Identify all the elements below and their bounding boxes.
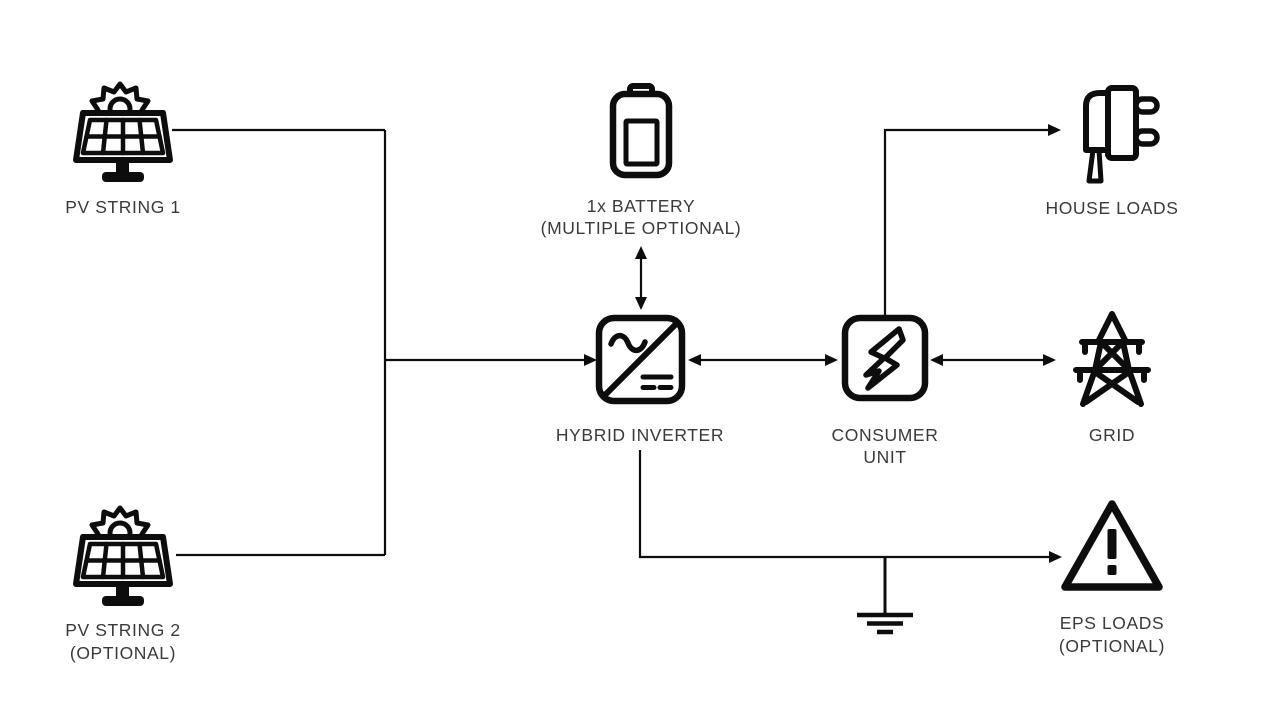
node-grid: GRID [1073,311,1151,445]
house-loads-label: HOUSE LOADS [1045,198,1178,218]
wire-consumer-houseloads [883,128,1048,318]
consumer-unit-label-line2: UNIT [863,447,906,467]
consumer-unit-label-line1: CONSUMER [832,425,939,445]
arrowhead-to-battery [635,246,647,259]
battery-sublabel: (MULTIPLE OPTIONAL) [541,218,742,238]
eps-loads-label: EPS LOADS [1060,613,1165,633]
inverter-icon [595,314,686,405]
arrowhead-to-houseloads [1048,124,1061,136]
transmission-tower-icon [1073,311,1151,407]
node-battery: 1x BATTERY (MULTIPLE OPTIONAL) [541,83,742,238]
connection-wires [172,124,1062,635]
arrowhead-to-eps [1049,551,1062,563]
power-plug-icon [1083,85,1160,184]
node-house-loads: HOUSE LOADS [1045,85,1178,218]
node-pv-string-1: PV STRING 1 [65,81,181,217]
pv-string-1-label: PV STRING 1 [65,197,181,217]
ground-symbol-icon [857,557,913,635]
arrowhead-to-grid [1043,354,1056,366]
lightning-bolt-icon [841,314,929,402]
arrowhead-to-inverter-top [635,297,647,310]
arrowhead-into-inverter-left [584,354,597,366]
pv-string-2-sublabel: (OPTIONAL) [70,643,176,663]
arrowhead-to-consumer-left [825,354,838,366]
arrowhead-to-consumer-right [930,354,943,366]
hybrid-inverter-label: HYBRID INVERTER [556,425,724,445]
solar-panel-icon [73,505,173,606]
arrowhead-to-inverter-right [688,354,701,366]
warning-triangle-icon [1061,500,1163,591]
grid-label: GRID [1089,425,1135,445]
eps-loads-sublabel: (OPTIONAL) [1059,636,1165,656]
node-eps-loads: EPS LOADS (OPTIONAL) [1059,500,1165,656]
battery-icon [609,83,673,179]
node-hybrid-inverter: HYBRID INVERTER [556,314,724,445]
wire-inverter-eps [638,450,1049,559]
pv-string-2-label: PV STRING 2 [65,620,181,640]
node-consumer-unit: CONSUMER UNIT [832,314,939,467]
solar-panel-icon [73,81,173,182]
battery-label: 1x BATTERY [587,196,695,216]
node-pv-string-2: PV STRING 2 (OPTIONAL) [65,505,181,663]
